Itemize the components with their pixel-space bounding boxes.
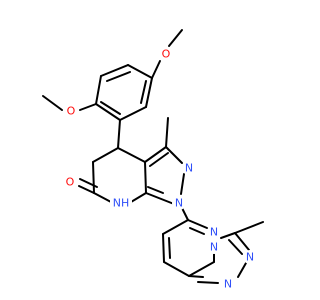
atom-label: O <box>162 48 171 61</box>
atom-n-triazole-1: N <box>243 250 257 264</box>
atom-label: N <box>246 251 254 264</box>
bond <box>189 227 205 235</box>
atom-n-pyrazole-1: N <box>172 196 186 210</box>
bond <box>168 237 171 259</box>
bond <box>140 80 147 104</box>
bond <box>165 117 169 148</box>
atom-label: N <box>210 226 218 239</box>
atom-o3: O <box>63 175 77 189</box>
atom-nh: NH <box>110 195 132 210</box>
atom-n-bridge: N <box>207 240 221 254</box>
bond <box>162 219 189 235</box>
atom-label: O <box>67 105 76 118</box>
bond <box>188 261 215 277</box>
bond <box>95 103 121 121</box>
bond <box>234 221 264 234</box>
bond <box>119 106 147 121</box>
bond <box>145 192 175 205</box>
bond <box>144 146 167 163</box>
bond <box>168 29 183 47</box>
atom-o1: O <box>159 47 173 61</box>
bond <box>92 161 95 194</box>
atom-label: O <box>66 176 75 189</box>
bond <box>197 281 219 284</box>
bond <box>42 95 63 111</box>
bond <box>181 207 189 221</box>
bond <box>145 77 153 108</box>
bond <box>93 192 112 203</box>
bond <box>117 119 121 149</box>
bond <box>78 185 95 194</box>
bond <box>162 233 165 263</box>
bond <box>228 239 243 255</box>
bond <box>220 232 236 239</box>
bond <box>117 147 146 163</box>
bond <box>151 60 161 79</box>
atom-o2: O <box>64 104 78 118</box>
molecule-structure: O O O N N NH N N <box>42 29 264 291</box>
atom-label: NH <box>113 197 130 210</box>
atom-label: N <box>185 162 193 175</box>
bond <box>144 161 147 194</box>
bond <box>100 101 121 115</box>
bond <box>106 71 131 82</box>
atom-n-pyridazine: N <box>207 225 221 239</box>
bond <box>187 219 208 229</box>
bond <box>165 146 183 164</box>
atom-n-pyrazole-2: N <box>182 161 196 175</box>
bond <box>237 262 247 278</box>
bond <box>130 192 147 203</box>
atom-labels: O O O N N NH N N <box>63 47 257 291</box>
bond <box>95 75 102 105</box>
atom-label: N <box>210 241 218 254</box>
atom-label: N <box>224 278 232 291</box>
bond <box>79 103 97 111</box>
bond <box>100 64 129 77</box>
bond <box>127 64 153 79</box>
bond <box>234 232 250 251</box>
atom-n-triazole-2: N <box>221 277 235 291</box>
bond <box>79 178 98 188</box>
bond <box>147 186 164 194</box>
bond <box>149 152 169 167</box>
bond <box>92 147 119 163</box>
bond <box>163 261 190 277</box>
bond <box>180 173 185 195</box>
bond <box>188 275 204 278</box>
atom-label: N <box>175 197 183 210</box>
